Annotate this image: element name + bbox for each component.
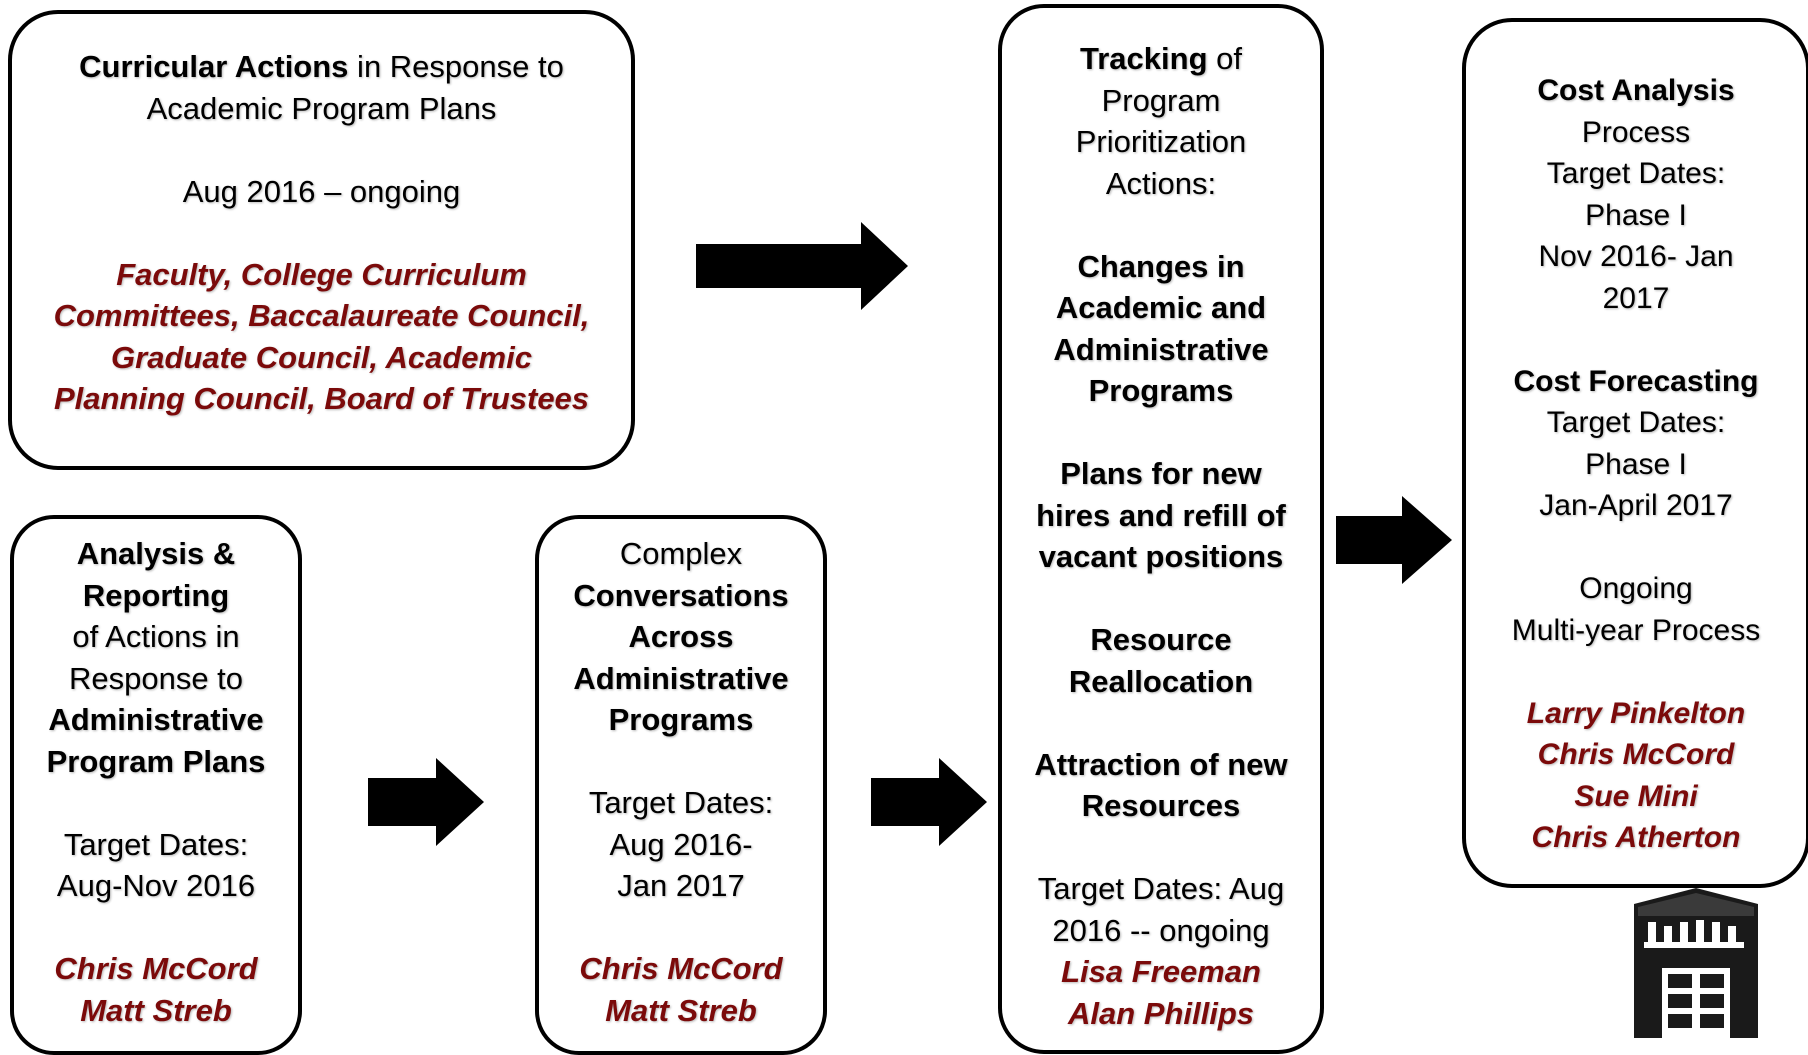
university-building-logo-icon (1624, 888, 1768, 1038)
tracking-item-3: Resource (1090, 622, 1232, 657)
analysis-dates-2: Aug-Nov 2016 (56, 868, 256, 903)
analysis-owner: Chris McCord (54, 951, 258, 986)
cost-dates-2: Target Dates: (1546, 406, 1726, 439)
tracking-owner: Alan Phillips (1067, 995, 1255, 1031)
curricular-owner-line: Planning Council, Board of Trustees (53, 381, 590, 416)
tracking-owner: Lisa Freeman (1061, 954, 1261, 989)
tracking-title-rest: of (1207, 41, 1242, 76)
tracking-title-2: Program (1101, 82, 1221, 118)
cost-dates-1: Phase I (1585, 198, 1687, 232)
conversations-owner: Chris McCord (579, 951, 783, 986)
conversations-dates-2: Aug 2016- (609, 826, 753, 862)
tracking-item-2: hires and refill of (1036, 497, 1286, 533)
tracking-box: Tracking of Program Prioritization Actio… (998, 4, 1324, 1054)
analysis-line-3: of Actions in (72, 619, 240, 654)
conversations-line-1: Complex (619, 536, 743, 571)
analysis-reporting-box: Analysis & Reporting of Actions in Respo… (10, 515, 302, 1055)
tracking-item-4: Attraction of new (1034, 746, 1288, 782)
conversations-title-2: Conversations (573, 577, 789, 613)
conversations-title-4: Administrative (573, 660, 789, 696)
analysis-owner: Matt Streb (80, 992, 232, 1028)
cost-analysis-box: Cost Analysis Process Target Dates: Phas… (1462, 18, 1808, 888)
curricular-owner-line: Graduate Council, Academic (111, 339, 532, 375)
curricular-actions-box: Curricular Actions in Response to Academ… (8, 10, 635, 470)
analysis-title-2: Reporting (82, 577, 230, 613)
cost-ongoing: Ongoing (1579, 572, 1693, 605)
analysis-line-4: Response to (68, 660, 244, 696)
analysis-dates-1: Target Dates: (63, 826, 249, 862)
conversations-owner: Matt Streb (605, 992, 757, 1028)
cost-dates-2: Phase I (1585, 447, 1687, 481)
analysis-title-5: Administrative (48, 702, 264, 737)
conversations-title-5: Programs (608, 702, 754, 737)
curricular-dates: Aug 2016 – ongoing (182, 173, 461, 209)
cost-dates-1: Target Dates: (1546, 157, 1726, 190)
cost-owner: Chris Atherton (1531, 821, 1741, 854)
tracking-item-2: Plans for new (1060, 456, 1262, 491)
analysis-title-6: Program Plans (46, 743, 266, 779)
conversations-dates-3: Jan 2017 (617, 868, 745, 903)
cost-dates-1: 2017 (1602, 281, 1670, 315)
arrow-right-icon (696, 222, 908, 310)
curricular-title-rest: in Response to (348, 49, 564, 84)
tracking-title-4: Actions: (1105, 165, 1217, 201)
conversations-box: Complex Conversations Across Administrat… (535, 515, 827, 1055)
tracking-title-bold: Tracking (1080, 41, 1208, 76)
arrow-right-icon (1336, 496, 1452, 584)
arrow-right-icon (871, 758, 987, 846)
conversations-dates-1: Target Dates: (588, 785, 774, 820)
cost-title-1-rest: Process (1581, 115, 1691, 149)
curricular-title-line2: Academic Program Plans (146, 90, 497, 126)
tracking-item-1: Administrative (1053, 331, 1269, 367)
tracking-item-3: Reallocation (1068, 663, 1254, 699)
conversations-title-3: Across (628, 619, 734, 654)
curricular-owner-line: Faculty, College Curriculum (116, 256, 527, 292)
curricular-title-bold: Curricular Actions (79, 49, 349, 84)
tracking-item-1: Programs (1088, 373, 1234, 408)
cost-dates-1: Nov 2016- Jan (1538, 240, 1734, 273)
cost-owner: Chris McCord (1537, 738, 1735, 771)
tracking-dates-2: 2016 -- ongoing (1052, 912, 1270, 948)
tracking-item-1: Changes in (1077, 248, 1245, 284)
cost-title-2: Cost Forecasting (1513, 364, 1759, 398)
cost-title-1: Cost Analysis (1537, 74, 1735, 107)
cost-owner: Larry Pinkelton (1526, 696, 1746, 730)
tracking-dates-1: Target Dates: Aug (1037, 871, 1285, 906)
curricular-owner-line: Committees, Baccalaureate Council, (53, 298, 590, 333)
arrow-right-icon (368, 758, 484, 846)
tracking-item-4: Resources (1081, 788, 1241, 823)
analysis-title-1: Analysis & (76, 536, 236, 571)
cost-ongoing: Multi-year Process (1511, 613, 1761, 647)
tracking-item-2: vacant positions (1038, 539, 1284, 574)
cost-dates-2: Jan-April 2017 (1539, 489, 1733, 522)
tracking-title-3: Prioritization (1075, 124, 1247, 159)
cost-owner: Sue Mini (1574, 779, 1698, 813)
tracking-item-1: Academic and (1055, 290, 1267, 325)
